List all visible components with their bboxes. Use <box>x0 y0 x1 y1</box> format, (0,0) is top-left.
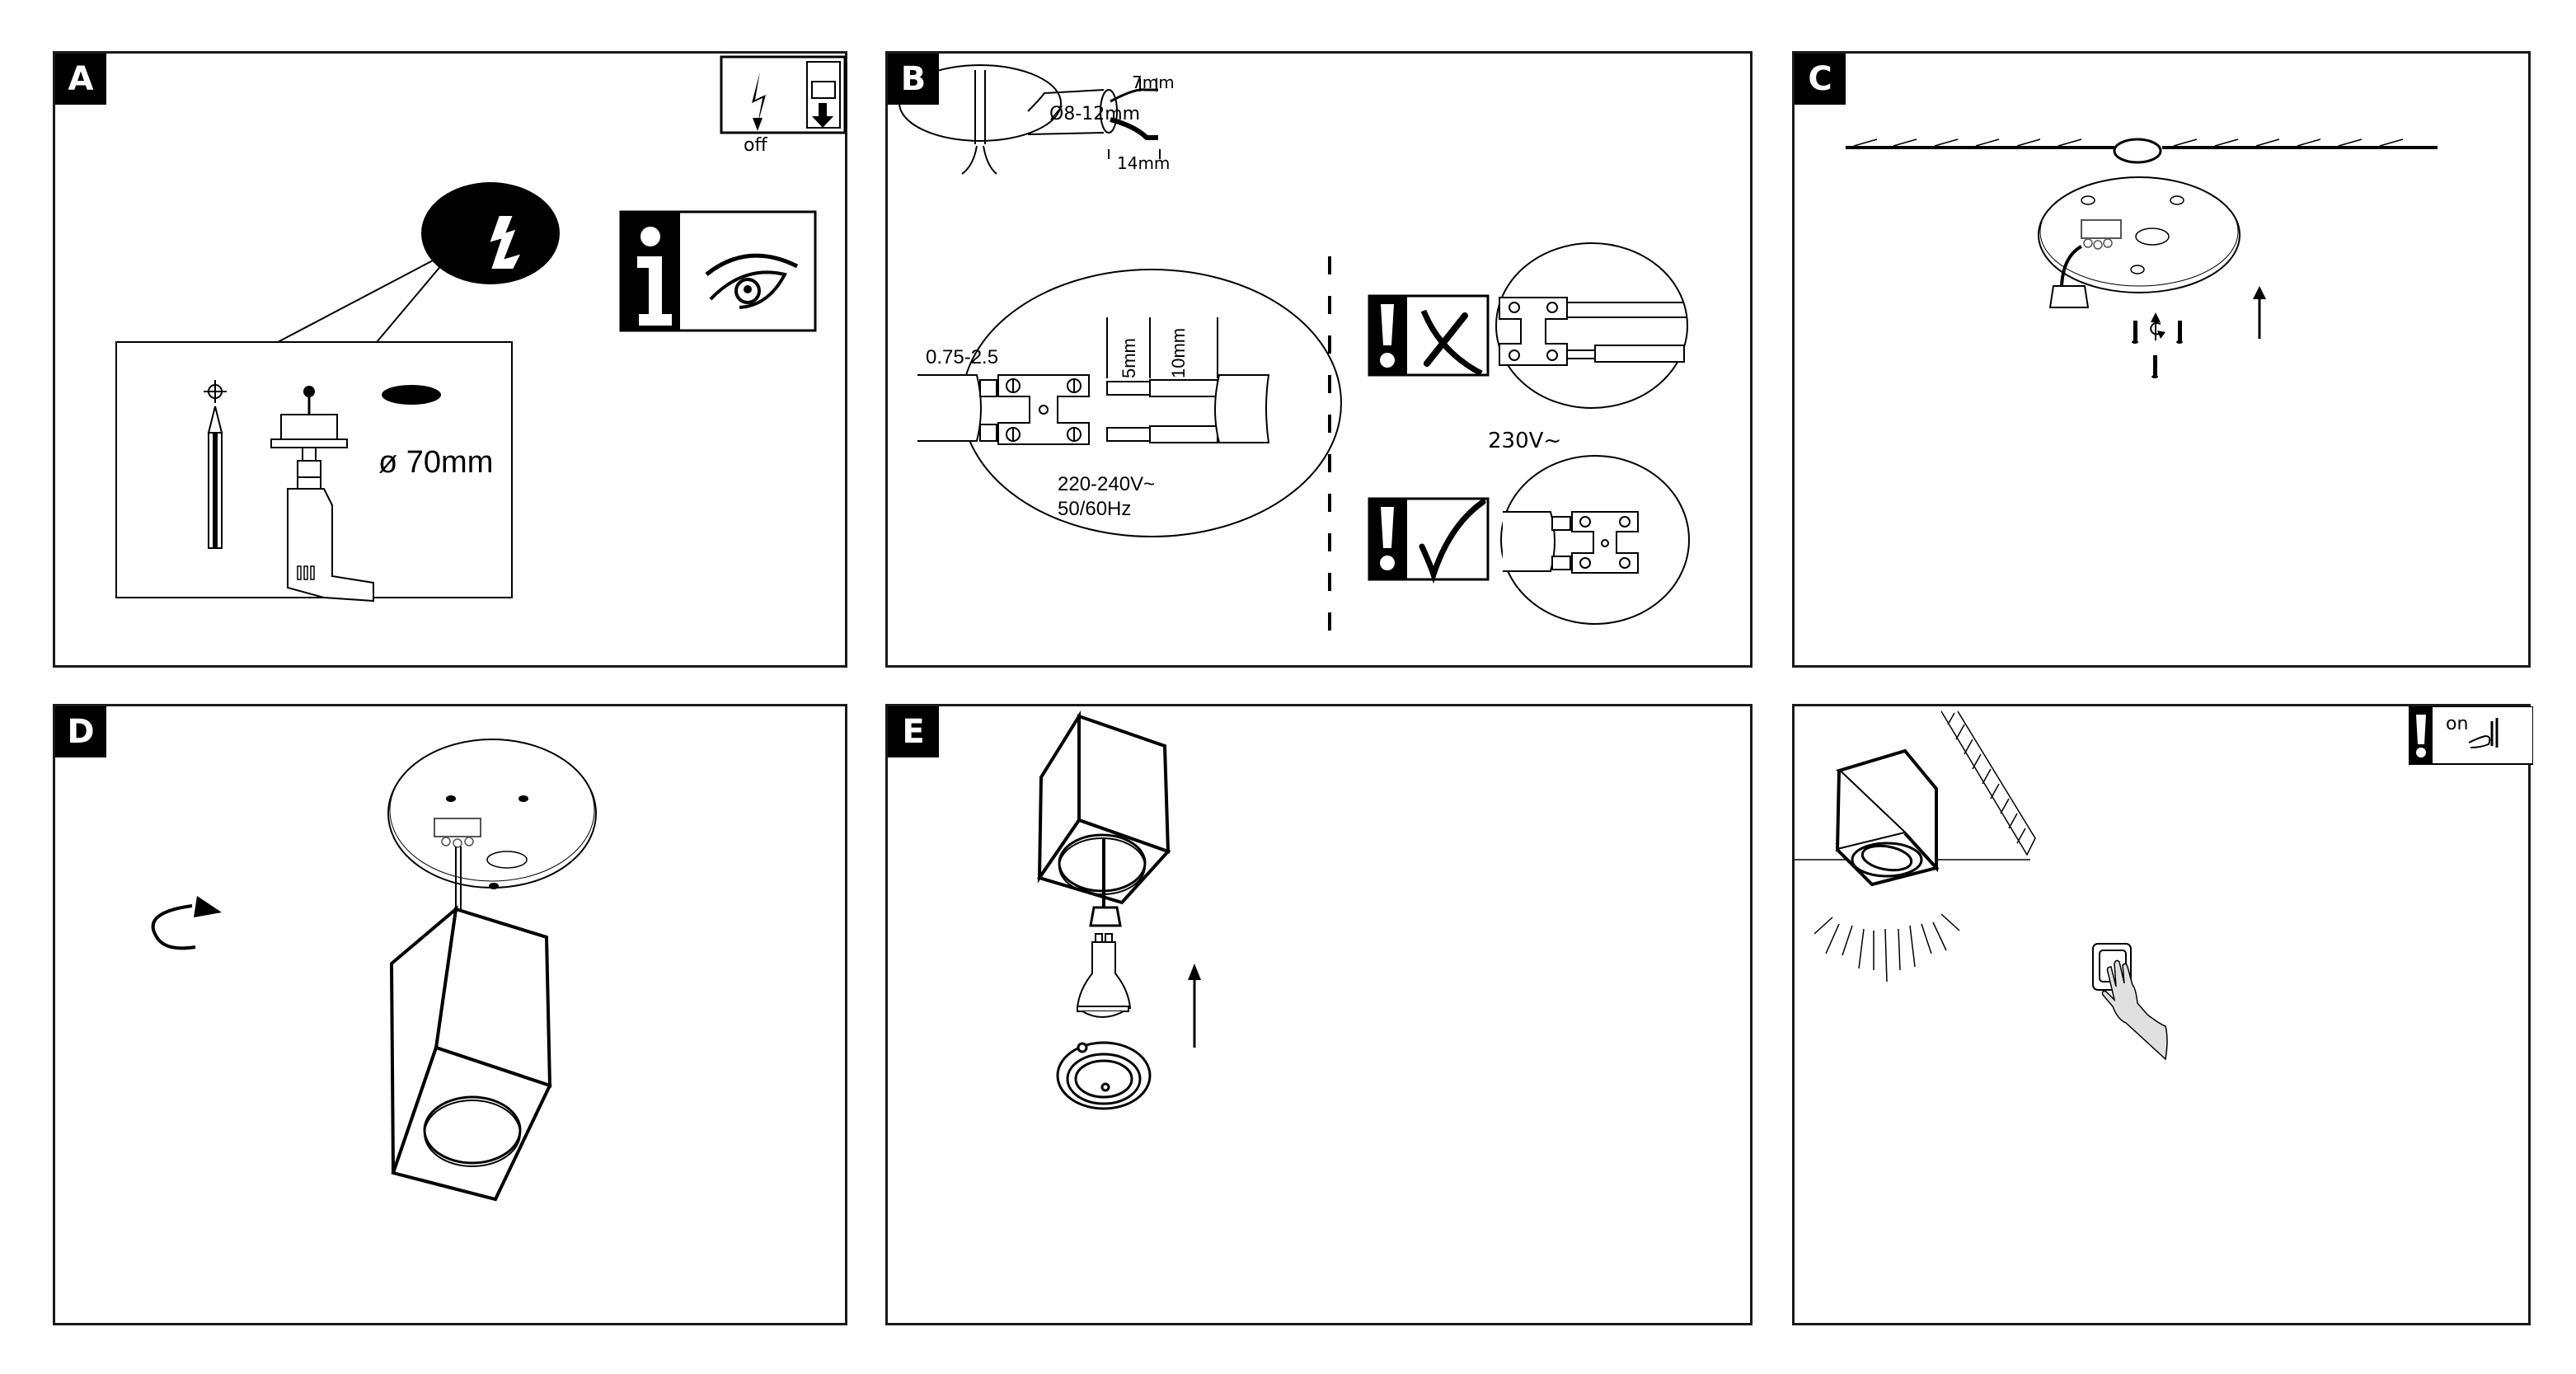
step-label-d: D <box>55 706 106 757</box>
rotate-clockwise-icon <box>151 896 222 950</box>
step-label-c: C <box>1795 54 1846 105</box>
cable-diameter-label: Ø8-12mm <box>1049 104 1140 124</box>
off-label: off <box>744 135 767 156</box>
terminal-block-detail <box>917 269 1342 537</box>
ceiling-icon <box>1846 138 2438 164</box>
step-f-illustration: on <box>1795 706 2533 1061</box>
strip-10mm-label: 10mm <box>1168 328 1189 378</box>
step-label-e: E <box>888 706 939 757</box>
step-panel-b: Ø8-12mm 7mm 14mm 0.75-2.5 5mm 10mm <box>885 51 1753 668</box>
stripped-cable-icon <box>1027 78 1161 159</box>
voltage-range-label: 220-240V~ <box>1058 473 1155 495</box>
step-panel-c: C <box>1792 51 2531 668</box>
arrow-up-icon <box>1188 964 1201 1048</box>
step-panel-e: E <box>885 704 1753 1325</box>
bezel-ring-icon <box>1056 1041 1152 1110</box>
frequency-label: 50/60Hz <box>1058 498 1131 520</box>
step-e-illustration <box>1036 710 1201 1110</box>
pencil-icon <box>204 380 227 549</box>
power-on-icon <box>2409 706 2533 765</box>
step-c-illustration <box>1846 138 2438 378</box>
step-label-b: B <box>888 54 939 105</box>
ceiling-outlet-icon <box>899 64 1062 175</box>
rotate-screw-icon <box>2149 312 2165 340</box>
hand-icon <box>2101 959 2168 1061</box>
info-eye-icon <box>619 210 817 332</box>
power-off-icon <box>720 55 847 134</box>
drilled-hole-icon <box>382 385 441 405</box>
hole-saw-drill-icon <box>270 386 374 603</box>
mains-voltage-label: 230V~ <box>1488 429 1561 453</box>
gu10-bulb-icon <box>1076 933 1132 1018</box>
wrong-connection-detail <box>1495 242 1688 409</box>
step-label-a: A <box>55 54 106 105</box>
step-panel-d: D <box>53 704 847 1325</box>
step-d-illustration <box>151 739 597 1202</box>
light-rays-icon <box>1814 913 1960 982</box>
mounting-plate-icon <box>387 739 597 909</box>
step-a-illustration: off <box>115 55 847 603</box>
mounting-plate-icon <box>2038 176 2241 308</box>
wire-cross-section-label: 0.75-2.5 <box>926 346 998 368</box>
lamp-housing-icon <box>1036 710 1171 905</box>
gu10-socket-icon <box>1089 906 1122 927</box>
lamp-installed-icon <box>1835 748 1940 887</box>
strip-5mm-label: 5mm <box>1119 338 1139 378</box>
step-panel-f: on <box>1792 704 2533 1325</box>
screw-icon <box>2132 321 2183 378</box>
hole-diameter-label: ø 70mm <box>378 445 493 480</box>
wrong-x-icon <box>1368 294 1490 377</box>
on-label: on <box>2446 714 2468 734</box>
step-b-illustration: Ø8-12mm 7mm 14mm 0.75-2.5 5mm 10mm <box>899 64 1690 631</box>
lamp-housing-icon <box>389 905 552 1202</box>
correct-check-icon <box>1368 497 1490 584</box>
arrow-up-icon <box>2253 286 2266 339</box>
strip-14mm-label: 14mm <box>1117 153 1170 173</box>
strip-7mm-label: 7mm <box>1132 73 1175 92</box>
correct-connection-detail <box>1500 455 1690 625</box>
step-panel-a: off <box>53 51 847 668</box>
electric-hazard-icon <box>277 182 560 343</box>
